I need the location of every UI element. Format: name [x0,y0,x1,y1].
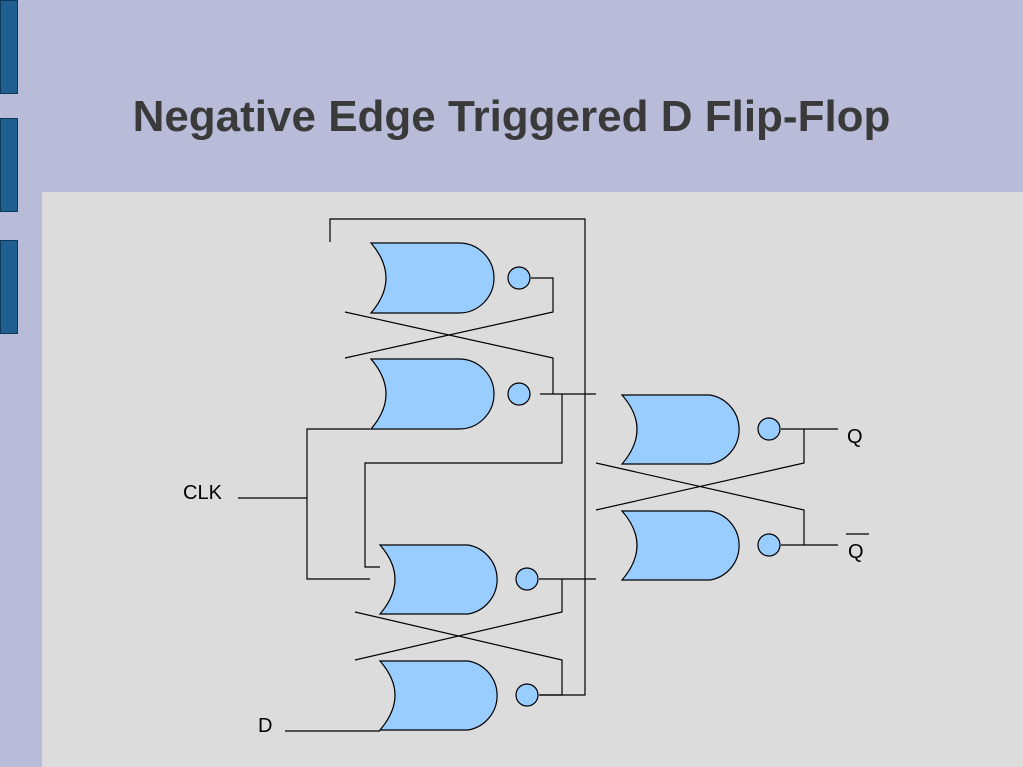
q-bar-label: Q [848,541,864,563]
nand-gate-3 [378,544,498,615]
nand-bubble-5 [757,417,781,441]
wire-qbar-cross [595,462,805,545]
nand-bubble-2 [507,382,531,406]
nand-gate-1 [369,242,495,314]
sidebar-accent-block-2 [0,118,18,212]
d-label: D [258,715,272,737]
wire-g3-cross [354,579,563,661]
q-label: Q [847,426,863,448]
nand-bubble-6 [757,533,781,557]
wire-clk-bus [306,428,370,580]
circuit-labels: CLK D Q Q [183,426,864,737]
nand-gate-4 [378,660,498,731]
nand-bubble-3 [515,567,539,591]
nand-gate-6 [620,510,740,581]
wire-g2-out [344,311,554,395]
sidebar-accent-block-1 [0,0,18,94]
nand-gate-2 [369,358,495,430]
nand-bubble-1 [507,266,531,290]
nand-bubble-4 [515,683,539,707]
wires [238,218,869,732]
content-panel [42,192,1023,767]
wire-g4-out [354,611,563,696]
gates [369,242,781,731]
nand-gate-5 [620,394,740,465]
sidebar-accent-block-3 [0,240,18,334]
clk-label: CLK [183,482,223,504]
wire-feedback-top [329,218,586,696]
wire-g2-to-g3 [364,394,563,568]
slide-title: Negative Edge Triggered D Flip-Flop [132,92,891,141]
wire-q-cross [595,429,805,511]
